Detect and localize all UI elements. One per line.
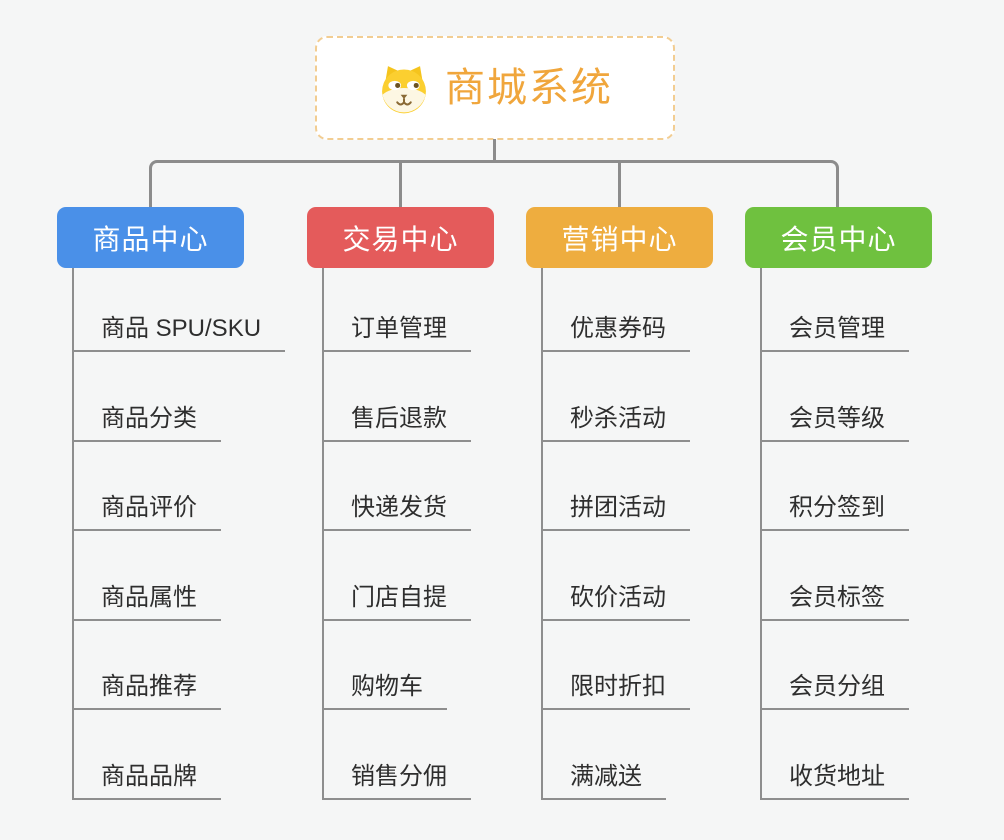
leaf-node[interactable]: 商品分类 [74,406,221,442]
branch-marketing-center: 营销中心 优惠券码 秒杀活动 拼团活动 砍价活动 限时折扣 满减送 [526,207,776,800]
leaf-node[interactable]: 商品 SPU/SKU [74,317,286,352]
branch-product-center-node[interactable]: 商品中心 [57,207,244,268]
branch-trade-center-leaves: 订单管理 售后退款 快递发货 门店自提 购物车 销售分佣 [322,268,557,800]
leaf-node[interactable]: 门店自提 [324,585,471,621]
branch-trade-center: 交易中心 订单管理 售后退款 快递发货 门店自提 购物车 销售分佣 [307,207,557,800]
leaf-node[interactable]: 商品推荐 [74,675,221,711]
root-node[interactable]: 商城系统 [315,36,675,140]
connector-drop-trade [399,162,402,210]
connector-bus [149,160,839,210]
leaf-node[interactable]: 秒杀活动 [543,406,690,442]
leaf-node[interactable]: 售后退款 [324,406,471,442]
leaf-node[interactable]: 订单管理 [324,317,471,352]
branch-member-center-leaves: 会员管理 会员等级 积分签到 会员标签 会员分组 收货地址 [760,268,995,800]
branch-product-center-leaves: 商品 SPU/SKU 商品分类 商品评价 商品属性 商品推荐 商品品牌 [72,268,307,800]
leaf-node[interactable]: 购物车 [324,675,447,711]
leaf-node[interactable]: 会员管理 [762,317,909,352]
dog-face-icon [377,61,431,115]
leaf-node[interactable]: 会员等级 [762,406,909,442]
root-title: 商城系统 [445,66,613,110]
leaf-node[interactable]: 会员分组 [762,675,909,711]
leaf-node[interactable]: 满减送 [543,764,666,800]
branch-trade-center-node[interactable]: 交易中心 [307,207,494,268]
leaf-node[interactable]: 优惠券码 [543,317,690,352]
branch-product-center: 商品中心 商品 SPU/SKU 商品分类 商品评价 商品属性 商品推荐 商品品牌 [57,207,307,800]
branch-member-center: 会员中心 会员管理 会员等级 积分签到 会员标签 会员分组 收货地址 [745,207,995,800]
leaf-node[interactable]: 商品评价 [74,496,221,532]
leaf-node[interactable]: 商品品牌 [74,764,221,800]
leaf-node[interactable]: 积分签到 [762,496,909,532]
branch-member-center-node[interactable]: 会员中心 [745,207,932,268]
leaf-node[interactable]: 快递发货 [324,496,471,532]
connector-root-stem [493,139,496,161]
connector-drop-marketing [618,162,621,210]
leaf-node[interactable]: 商品属性 [74,585,221,621]
branch-marketing-center-leaves: 优惠券码 秒杀活动 拼团活动 砍价活动 限时折扣 满减送 [541,268,776,800]
leaf-node[interactable]: 限时折扣 [543,675,690,711]
leaf-node[interactable]: 销售分佣 [324,764,471,800]
leaf-node[interactable]: 拼团活动 [543,496,690,532]
branch-marketing-center-node[interactable]: 营销中心 [526,207,713,268]
leaf-node[interactable]: 收货地址 [762,764,909,800]
leaf-node[interactable]: 砍价活动 [543,585,690,621]
leaf-node[interactable]: 会员标签 [762,585,909,621]
